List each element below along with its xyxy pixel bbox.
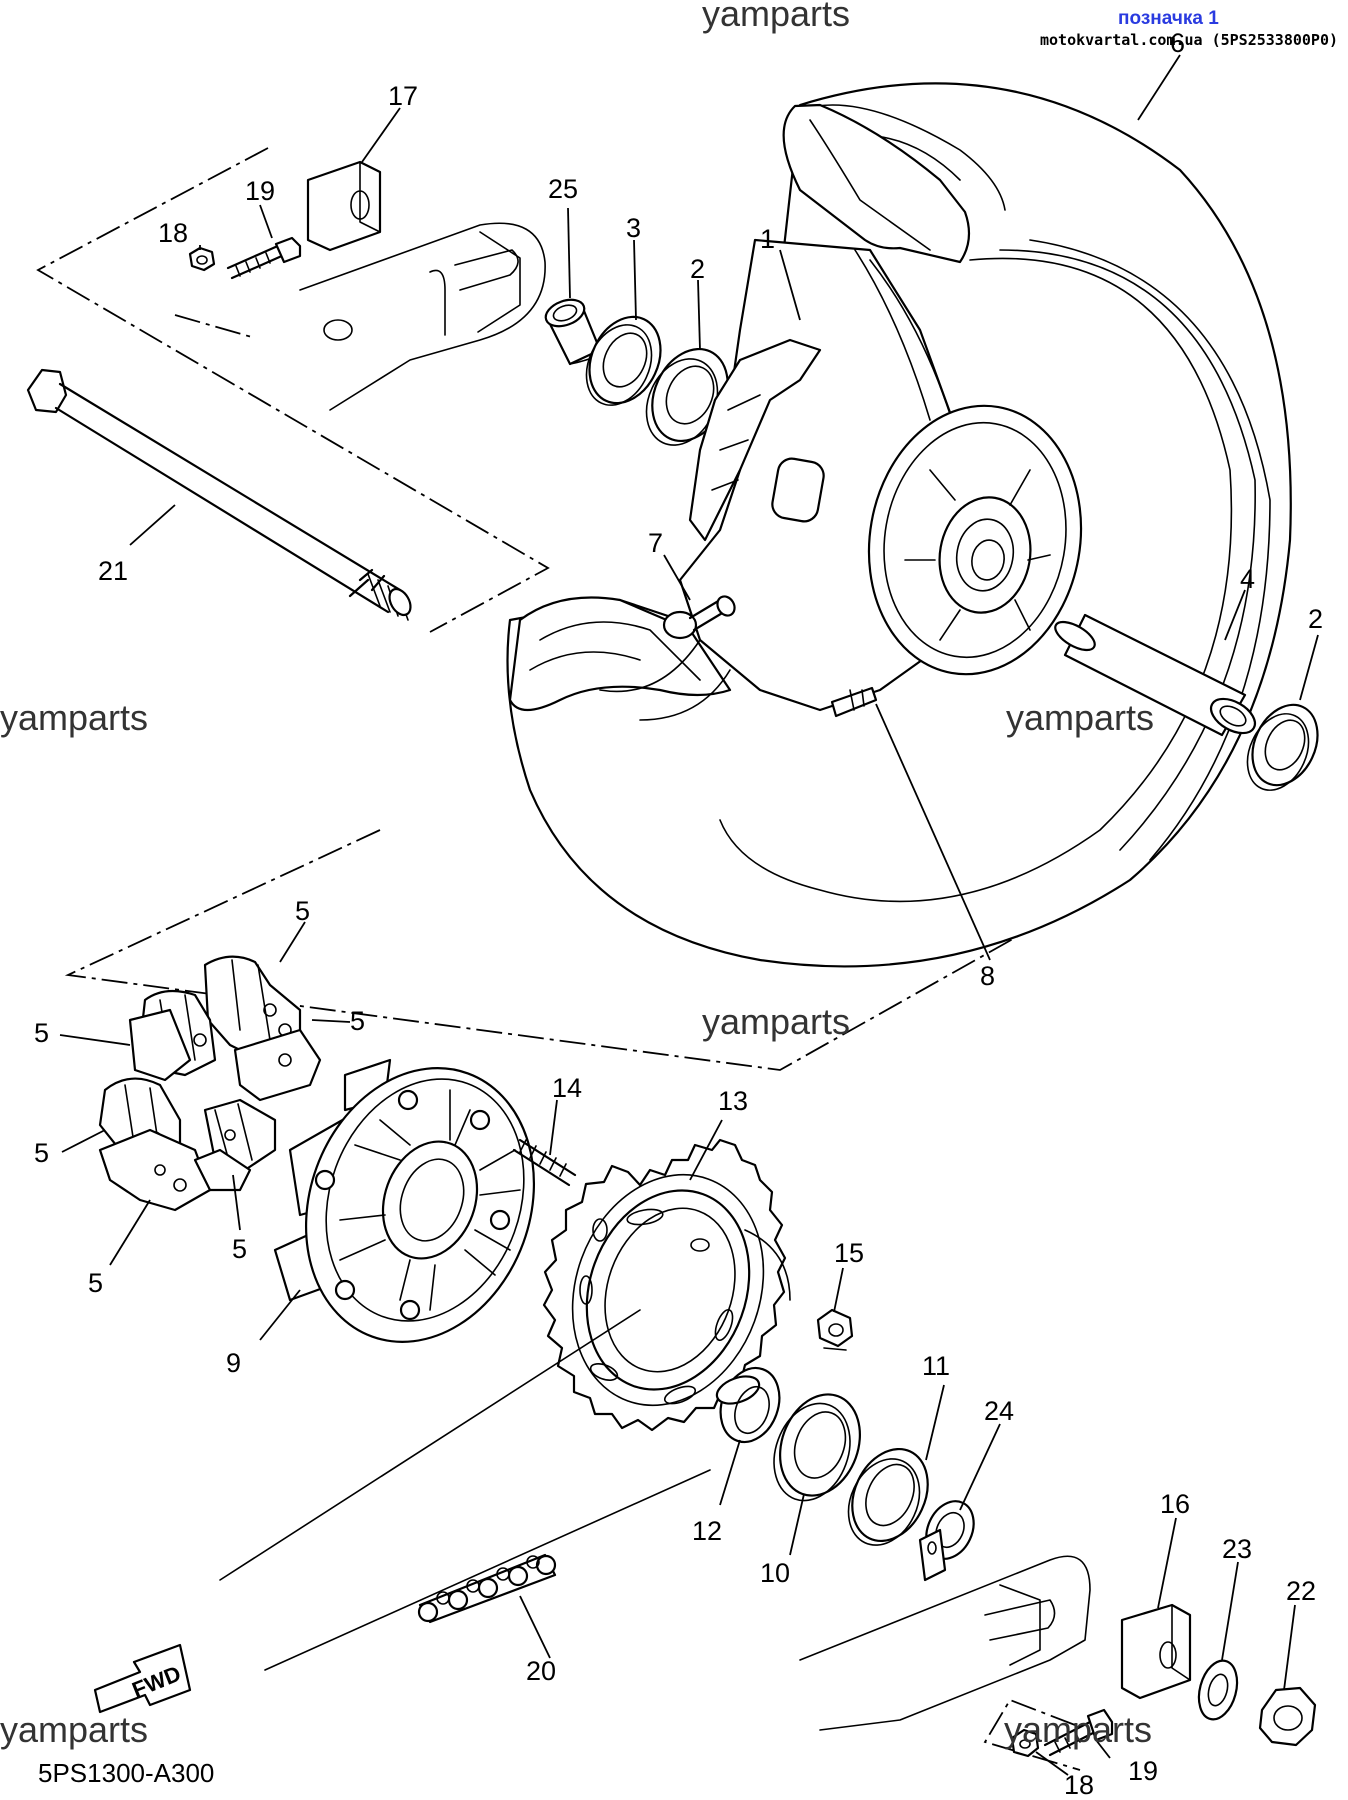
adjuster-plate-16 [1120,1603,1192,1700]
adjuster-bolt-19-bottom [1043,1708,1114,1757]
watermarks: yamparts yamparts yamparts yamparts yamp… [0,0,1154,1750]
callout-6: 6 [1170,28,1185,58]
callout-22: 22 [1286,1576,1316,1606]
oil-seal-11 [847,1447,929,1546]
callout-2-right: 2 [1308,604,1323,634]
axle-nut-22 [1258,1686,1317,1747]
callout-5-f: 5 [232,1234,247,1264]
callout-24: 24 [984,1396,1014,1426]
balance-weight-8 [830,686,878,718]
watermark-center: yamparts [702,1001,850,1042]
callout-12: 12 [692,1516,722,1546]
damper-rubbers-5 [98,955,322,1212]
collar-12 [715,1366,781,1444]
collar-25 [544,298,602,366]
sprocket-13 [542,1138,787,1432]
callout-7: 7 [648,528,663,558]
callout-20: 20 [526,1656,556,1686]
callout-5-a: 5 [295,896,310,926]
callout-4: 4 [1240,564,1255,594]
callout-19-top: 19 [245,176,275,206]
callout-25: 25 [548,174,578,204]
callout-5-d: 5 [34,1138,49,1168]
wheel-axle-21 [26,368,412,621]
sprocket-nut-15 [816,1308,854,1351]
callout-19-bottom: 19 [1128,1756,1158,1786]
washer-23 [1197,1659,1239,1721]
fwd-arrow-icon: FWD [93,1643,192,1714]
adjuster-plate-17 [306,160,382,252]
callout-1: 1 [760,224,775,254]
swingarm-end-right [799,1528,1091,1731]
callout-leaders [59,54,1319,1776]
callout-23: 23 [1222,1534,1252,1564]
callout-5-e: 5 [88,1268,103,1298]
watermark-left: yamparts [0,697,148,738]
tag-label: позначка 1 [1118,8,1219,29]
callout-16: 16 [1160,1489,1190,1519]
tire-valve-7 [662,595,736,640]
spacer-4 [1054,613,1257,737]
drive-chain-20 [219,1229,791,1671]
callout-5-c: 5 [34,1018,49,1048]
callout-13: 13 [718,1086,748,1116]
stud-bolt-14 [512,1138,577,1187]
callout-8: 8 [980,961,995,991]
callout-21: 21 [98,556,128,586]
oil-seal-3 [585,315,662,406]
nut-18-bottom [1010,1728,1040,1758]
callout-9: 9 [226,1348,241,1378]
callout-2-top: 2 [690,254,705,284]
bearing-2-right [1246,703,1319,791]
clutch-hub-9 [273,1058,536,1343]
site-reference: motokvartal.com.ua (5PS2533800P0) [1040,31,1338,49]
swingarm-end-left [299,222,546,411]
watermark-bottom-right: yamparts [1004,1709,1152,1750]
callout-17: 17 [388,81,418,111]
callout-3: 3 [626,213,641,243]
callout-5-b: 5 [350,1006,365,1036]
bearing-10 [773,1393,861,1502]
nut-18-top [188,246,216,272]
callout-numbers: 17 19 18 25 3 2 1 6 7 8 4 2 21 5 5 5 5 5… [34,28,1323,1800]
callout-15: 15 [834,1238,864,1268]
watermark-bottom-left: yamparts [0,1709,148,1750]
callout-18-bottom: 18 [1064,1770,1094,1800]
watermark-right: yamparts [1006,697,1154,738]
callout-10: 10 [760,1558,790,1588]
callout-18-top: 18 [158,218,188,248]
callout-14: 14 [552,1073,582,1103]
adjuster-bolt-19-top [226,236,302,280]
rear-wheel-1 [506,82,1292,968]
watermark-top: yamparts [702,0,850,34]
diagram-code: 5PS1300-A300 [38,1758,214,1788]
callout-11: 11 [922,1351,950,1381]
